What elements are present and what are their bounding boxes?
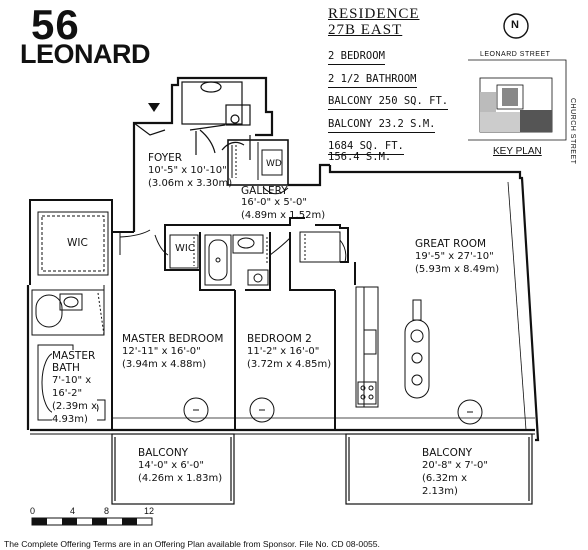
room-gallery-name: GALLERY bbox=[241, 185, 288, 197]
scale-label-4: 4 bbox=[70, 506, 76, 516]
room-bedroom2-name: BEDROOM 2 bbox=[247, 333, 312, 345]
key-plan-street-top: LEONARD STREET bbox=[480, 51, 551, 58]
room-great-room-name: GREAT ROOM bbox=[415, 238, 487, 250]
room-wd-name: WD bbox=[266, 159, 282, 169]
spec-balcony-sm: BALCONY 23.2 S.M. bbox=[328, 118, 436, 133]
room-master-bedroom-name: MASTER BEDROOM bbox=[122, 333, 224, 345]
room-foyer-name: FOYER bbox=[148, 152, 183, 164]
spec-area-sm: 156.4 S.M. bbox=[328, 151, 392, 163]
room-bedroom2-dims: 11'-2" x 16'-0" (3.72m x 4.85m) bbox=[247, 346, 332, 370]
residence-unit: 27B EAST bbox=[328, 22, 403, 38]
scale-label-8: 8 bbox=[104, 506, 110, 516]
north-compass-icon bbox=[503, 13, 529, 39]
room-gallery-dims: 16'-0" x 5'-0" (4.89m x 1.52m) bbox=[241, 197, 326, 221]
room-master-bath-dims: 7'-10" x 16'-2" (2.39m x 4.93m) bbox=[52, 374, 98, 426]
room-master-bath-name: MASTER BATH bbox=[52, 350, 96, 374]
room-master-bedroom-dims: 12'-11" x 16'-0" (3.94m x 4.88m) bbox=[122, 346, 207, 370]
residence-title: RESIDENCE bbox=[328, 6, 420, 22]
entrance-arrow-icon bbox=[148, 103, 160, 112]
room-balcony2-name: BALCONY bbox=[422, 447, 473, 459]
room-great-room-dims: 19'-5" x 27'-10" (5.93m x 8.49m) bbox=[415, 251, 500, 275]
key-plan-street-side: CHURCH STREET bbox=[569, 98, 576, 165]
key-plan-label: KEY PLAN bbox=[493, 146, 542, 157]
brand-name: LEONARD bbox=[20, 39, 151, 69]
spec-bedroom: 2 BEDROOM bbox=[328, 50, 385, 65]
room-balcony2-dims: 20'-8" x 7'-0" (6.32m x 2.13m) bbox=[422, 460, 489, 497]
spec-balcony-sqft: BALCONY 250 SQ. FT. bbox=[328, 95, 449, 110]
room-foyer-dims: 10'-5" x 10'-10" (3.06m x 3.30m) bbox=[148, 165, 233, 189]
footer-disclaimer: The Complete Offering Terms are in an Of… bbox=[4, 539, 380, 549]
spec-area-sqft: 1684 SQ. FT. bbox=[328, 140, 404, 155]
scale-label-12: 12 bbox=[144, 506, 155, 516]
north-label: N bbox=[511, 19, 519, 31]
brand-number: 56 bbox=[31, 1, 80, 48]
room-balcony1-name: BALCONY bbox=[138, 447, 189, 459]
room-wic2-name: WIC bbox=[175, 243, 195, 254]
room-balcony1-dims: 14'-0" x 6'-0" (4.26m x 1.83m) bbox=[138, 460, 223, 484]
scale-label-0: 0 bbox=[30, 506, 36, 516]
room-wic1-name: WIC bbox=[67, 237, 88, 249]
spec-bathroom: 2 1/2 BATHROOM bbox=[328, 73, 417, 88]
